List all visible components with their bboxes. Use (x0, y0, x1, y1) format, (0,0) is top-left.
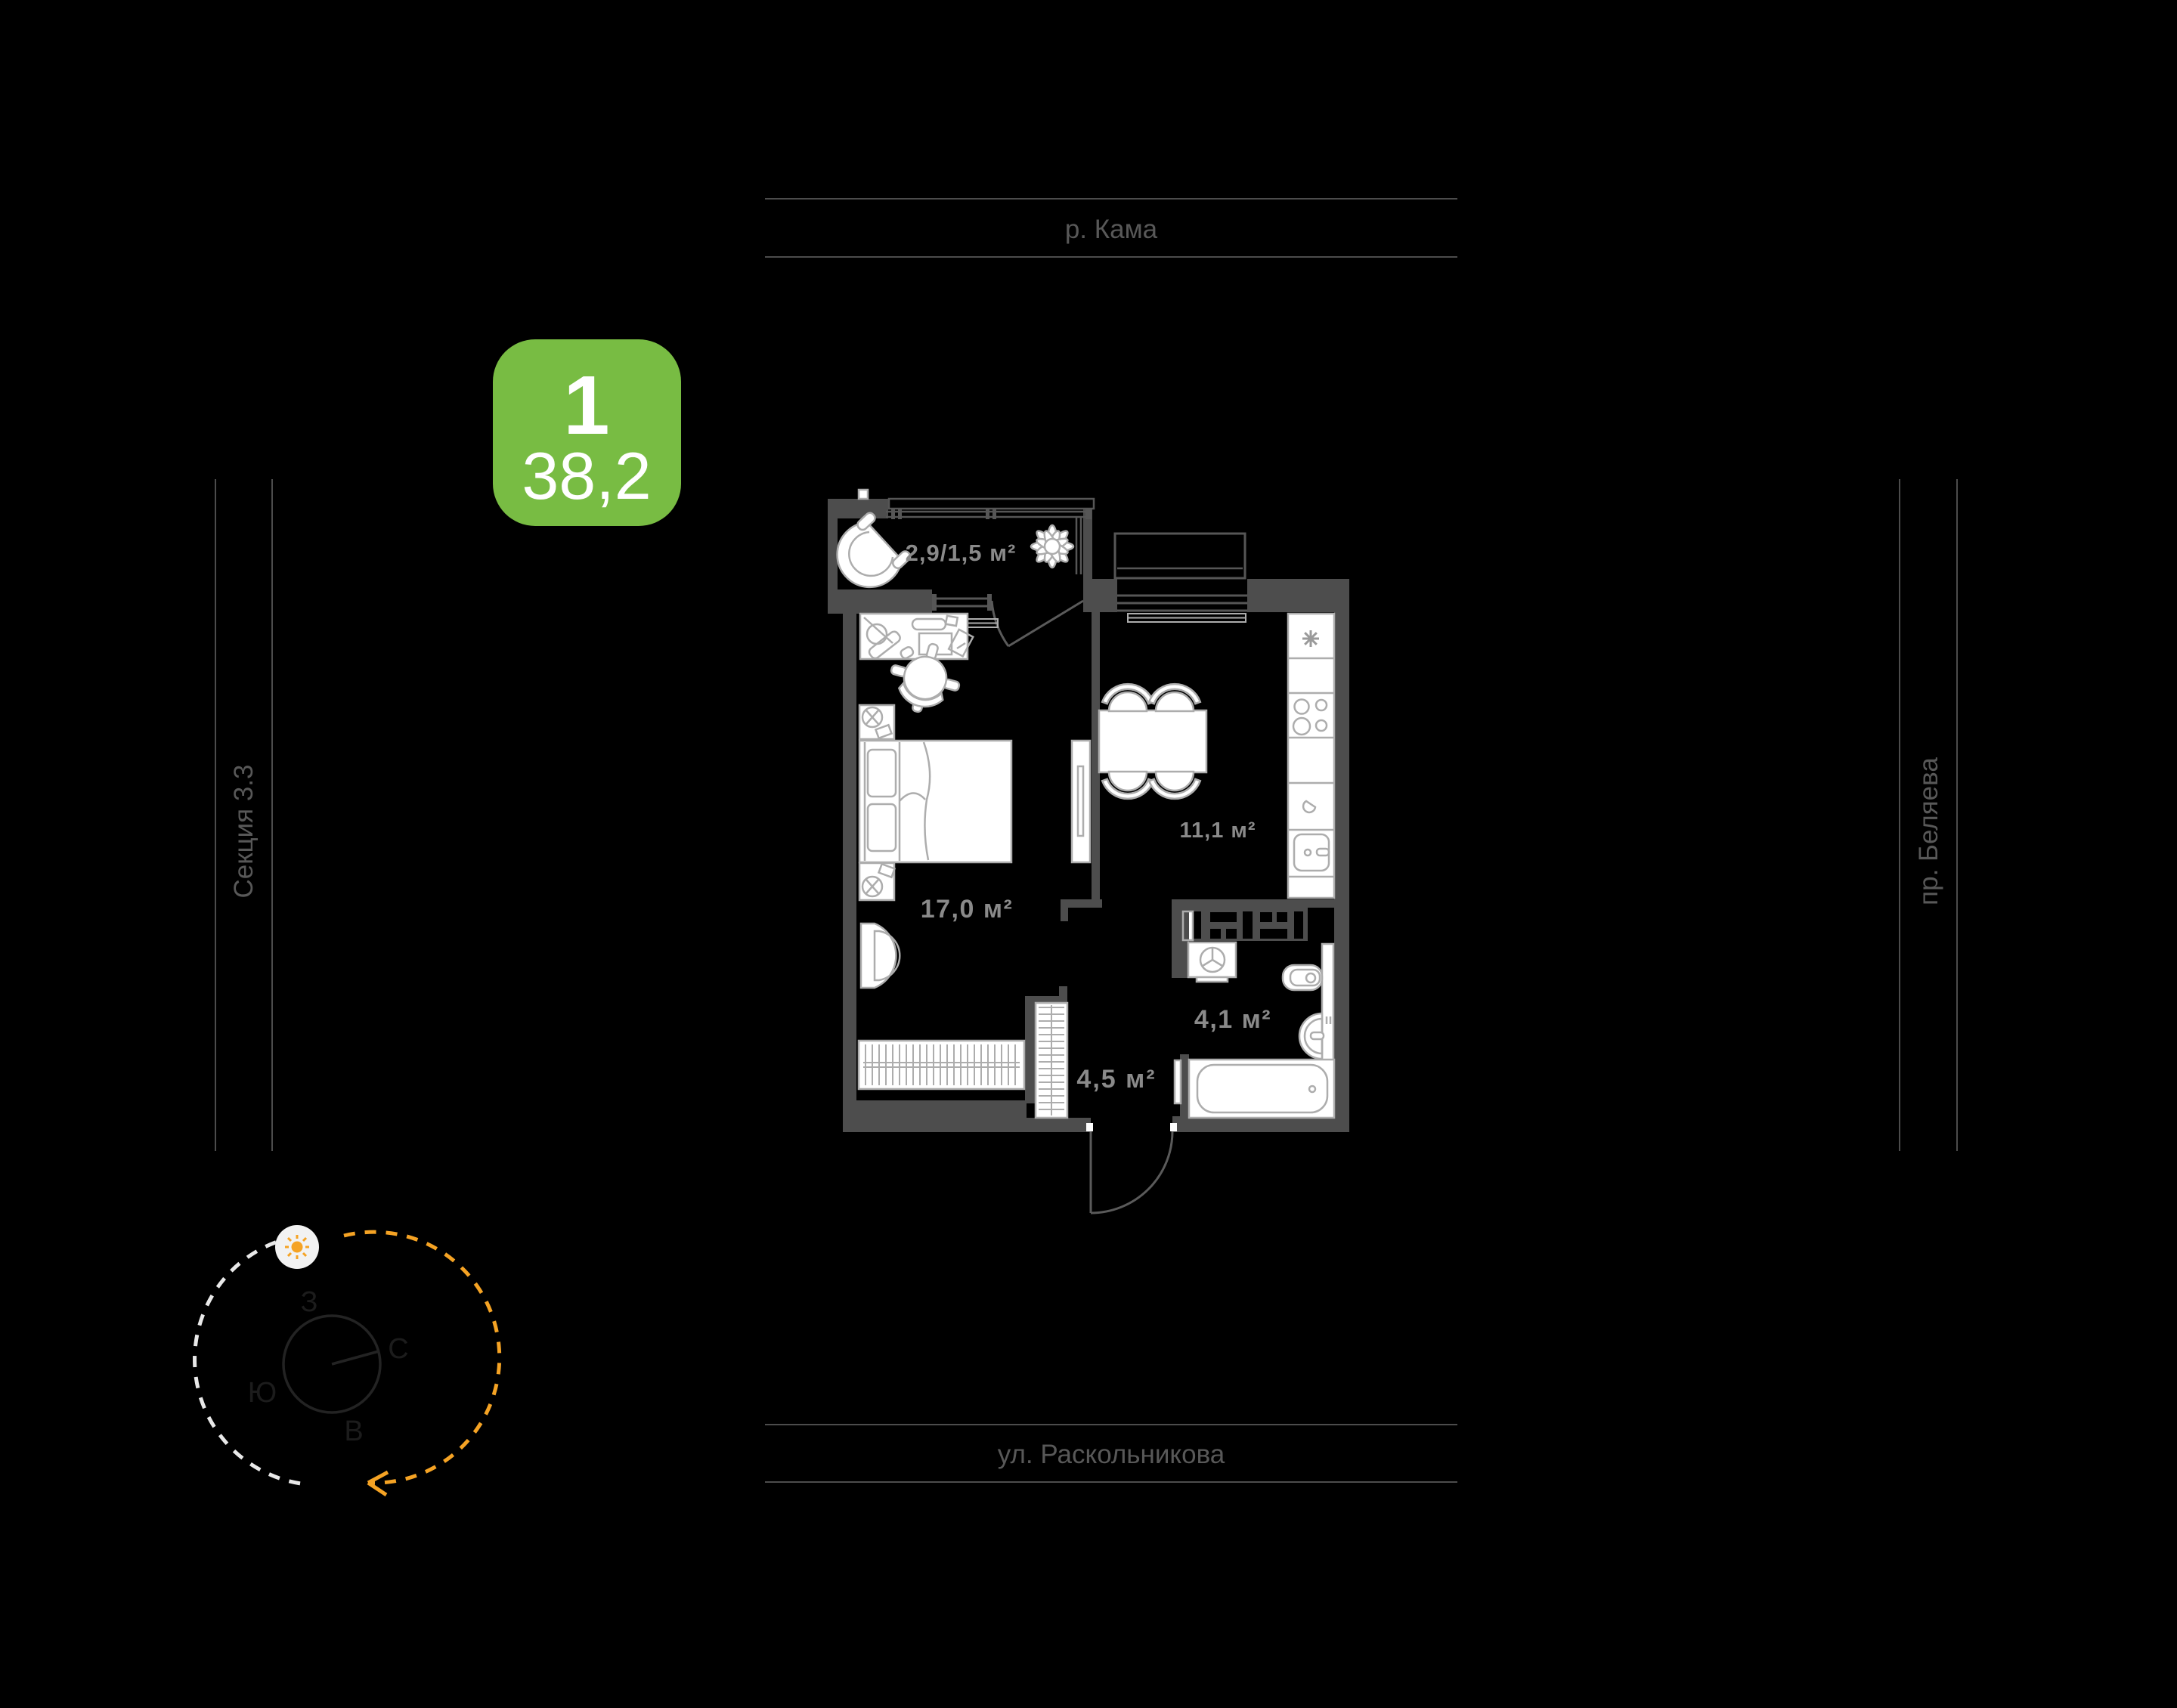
svg-text:ул. Раскольникова: ул. Раскольникова (998, 1440, 1225, 1469)
svg-text:38,2: 38,2 (522, 438, 651, 513)
svg-text:11,1 м²: 11,1 м² (1179, 818, 1256, 843)
svg-text:Ю: Ю (248, 1377, 277, 1409)
svg-text:Секция 3.3: Секция 3.3 (229, 765, 259, 899)
svg-text:2,9/1,5 м²: 2,9/1,5 м² (906, 540, 1017, 566)
svg-text:С: С (388, 1333, 408, 1365)
svg-text:17,0 м²: 17,0 м² (921, 895, 1014, 924)
svg-text:В: В (344, 1416, 363, 1447)
svg-text:1: 1 (563, 359, 609, 452)
svg-text:4,1 м²: 4,1 м² (1194, 1005, 1271, 1034)
svg-text:4,5 м²: 4,5 м² (1076, 1065, 1156, 1094)
svg-text:р. Кама: р. Кама (1065, 215, 1158, 244)
svg-text:пр. Беляева: пр. Беляева (1914, 757, 1943, 905)
svg-text:З: З (301, 1286, 318, 1318)
